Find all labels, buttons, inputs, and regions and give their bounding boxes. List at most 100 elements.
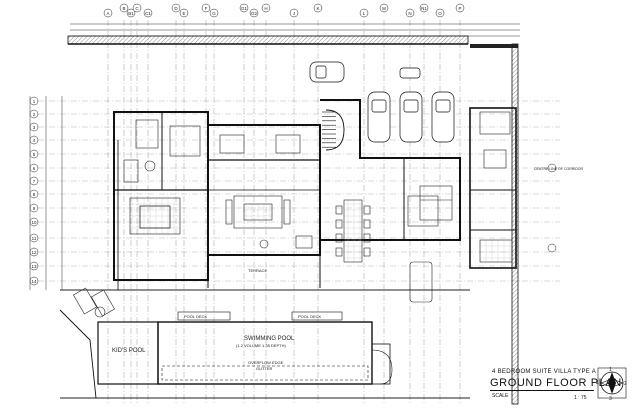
gutter-label: GUTTER bbox=[256, 366, 273, 371]
bedroom-suites bbox=[123, 119, 301, 235]
grid-bubble-col-C1 bbox=[143, 8, 153, 18]
pool-loungers bbox=[73, 287, 115, 318]
dining-chair bbox=[363, 233, 371, 243]
grid-bubble-col-O bbox=[435, 8, 445, 18]
pool-deck-label-2: POOL DECK bbox=[298, 314, 322, 319]
grid-label-col-B1: B1 bbox=[128, 11, 134, 16]
grid-bubble-col-N bbox=[405, 8, 415, 18]
drawing-subtitle: 4 BEDROOM SUITE VILLA TYPE A bbox=[492, 369, 596, 375]
dining-chair bbox=[335, 233, 343, 243]
grid-bubble-col-M bbox=[379, 3, 389, 13]
dining-chair bbox=[363, 205, 371, 215]
dining-chair bbox=[363, 247, 371, 257]
north-arrow-compass: 1 2 3 4 bbox=[596, 367, 627, 402]
grid-lines-horizontal bbox=[38, 100, 560, 282]
grid-label-row-12: 12 bbox=[31, 250, 37, 255]
grid-bubble-col-D bbox=[171, 3, 181, 13]
grid-bubble-col-B1 bbox=[126, 8, 136, 18]
grid-bubble-right-1 bbox=[547, 163, 557, 173]
grid-label-row-9: 9 bbox=[33, 206, 36, 211]
grid-label-row-3: 3 bbox=[33, 125, 36, 130]
grid-label-col-J: J bbox=[293, 11, 295, 16]
grid-label-col-N: N bbox=[408, 11, 411, 16]
grid-label-col-B: B bbox=[122, 6, 125, 11]
scale-label: SCALE bbox=[492, 393, 509, 399]
grid-bubble-col-P bbox=[455, 3, 465, 13]
swimming-pool-note: (1.2 VOLUME 1.35 DEPTH) bbox=[236, 343, 286, 348]
grid-label-row-11: 11 bbox=[32, 236, 37, 241]
grid-label-col-H: H bbox=[264, 6, 267, 11]
grid-bubble-col-B bbox=[119, 3, 129, 13]
grid-label-row-5: 5 bbox=[33, 152, 36, 157]
grid-bubble-col-J bbox=[289, 8, 299, 18]
grid-label-col-M: M bbox=[382, 6, 386, 11]
grid-label-col-N1: N1 bbox=[421, 6, 427, 11]
drawing-title: GROUND FLOOR PLAN bbox=[490, 377, 622, 389]
grid-label-col-O: O bbox=[438, 11, 442, 16]
grid-bubble-col-N1 bbox=[419, 3, 429, 13]
site-boundary bbox=[60, 140, 470, 399]
right-boundary-wall bbox=[470, 43, 519, 405]
title-underline bbox=[490, 390, 594, 391]
dining-chair bbox=[335, 219, 343, 229]
grid-label-row-10: 10 bbox=[31, 220, 37, 225]
dining-chair bbox=[335, 247, 343, 257]
scale-value: 1 : 75 bbox=[574, 395, 587, 401]
grid-bubble-col-E bbox=[179, 8, 189, 18]
grid-label-row-13: 13 bbox=[31, 264, 37, 269]
compass-4: 4 bbox=[596, 381, 599, 387]
grid-label-col-F: F bbox=[205, 6, 208, 11]
grid-bubble-right-2 bbox=[547, 243, 557, 253]
grid-bubble-col-F bbox=[201, 3, 211, 13]
grid-bubble-col-G2 bbox=[249, 8, 259, 18]
grid-label-col-G: G bbox=[212, 11, 216, 16]
grid-label-col-E: E bbox=[182, 11, 185, 16]
grid-label-col-C1: C1 bbox=[145, 11, 151, 16]
grid-label-row-14: 14 bbox=[31, 279, 37, 284]
grid-label-row-4: 4 bbox=[33, 138, 36, 143]
top-boundary-wall bbox=[67, 35, 469, 45]
grid-label-col-A: A bbox=[106, 11, 109, 16]
grid-label-col-P: P bbox=[458, 6, 461, 11]
staircase bbox=[322, 109, 345, 151]
grid-label-col-K: K bbox=[316, 6, 319, 11]
grid-label-row-7: 7 bbox=[33, 179, 36, 184]
pool-area bbox=[59, 309, 393, 399]
grid-label-col-D: D bbox=[174, 6, 178, 11]
building-walls bbox=[113, 99, 517, 288]
grid-bubble-col-G bbox=[209, 8, 219, 18]
overflow-edge-label: OVERFLOW EDGE bbox=[248, 360, 284, 365]
compass-3: 3 bbox=[609, 396, 612, 402]
grid-label-row-1: 1 bbox=[33, 99, 36, 104]
garage-cars bbox=[309, 61, 455, 143]
corridor-centre-label: CENTRE LINE OF CORRIDOR bbox=[534, 167, 583, 171]
grid-bubble-col-C bbox=[132, 3, 142, 13]
grid-label-row-6: 6 bbox=[33, 166, 36, 171]
grid-bubble-col-K bbox=[313, 3, 323, 13]
service-rooms bbox=[419, 111, 513, 263]
dining-table bbox=[335, 195, 439, 303]
grid-label-row-8: 8 bbox=[33, 192, 36, 197]
grid-label-col-G1: G1 bbox=[241, 6, 248, 11]
grid-bubble-col-G1 bbox=[239, 3, 249, 13]
grid-label-col-G2: G2 bbox=[251, 11, 258, 16]
grid-bubble-col-H bbox=[261, 3, 271, 13]
dining-chair bbox=[335, 205, 343, 215]
title-block: 4 BEDROOM SUITE VILLA TYPE A GROUND FLOO… bbox=[486, 369, 621, 407]
grid-bubble-col-A bbox=[103, 8, 113, 18]
swimming-pool-label: SWIMMING POOL bbox=[244, 336, 295, 342]
grid-bubble-col-L bbox=[359, 8, 369, 18]
living-furniture bbox=[225, 195, 313, 249]
compass-1: 1 bbox=[609, 367, 612, 373]
kids-pool-label: KID'S POOL bbox=[112, 348, 146, 354]
grid-label-row-2: 2 bbox=[33, 112, 36, 117]
grid-label-col-L: L bbox=[363, 11, 366, 16]
terrace-label: TERRACE bbox=[248, 268, 267, 273]
grid-label-col-C: C bbox=[135, 6, 139, 11]
dining-chair bbox=[363, 219, 371, 229]
pool-deck-label-1: POOL DECK bbox=[184, 314, 208, 319]
compass-2: 2 bbox=[624, 381, 627, 387]
